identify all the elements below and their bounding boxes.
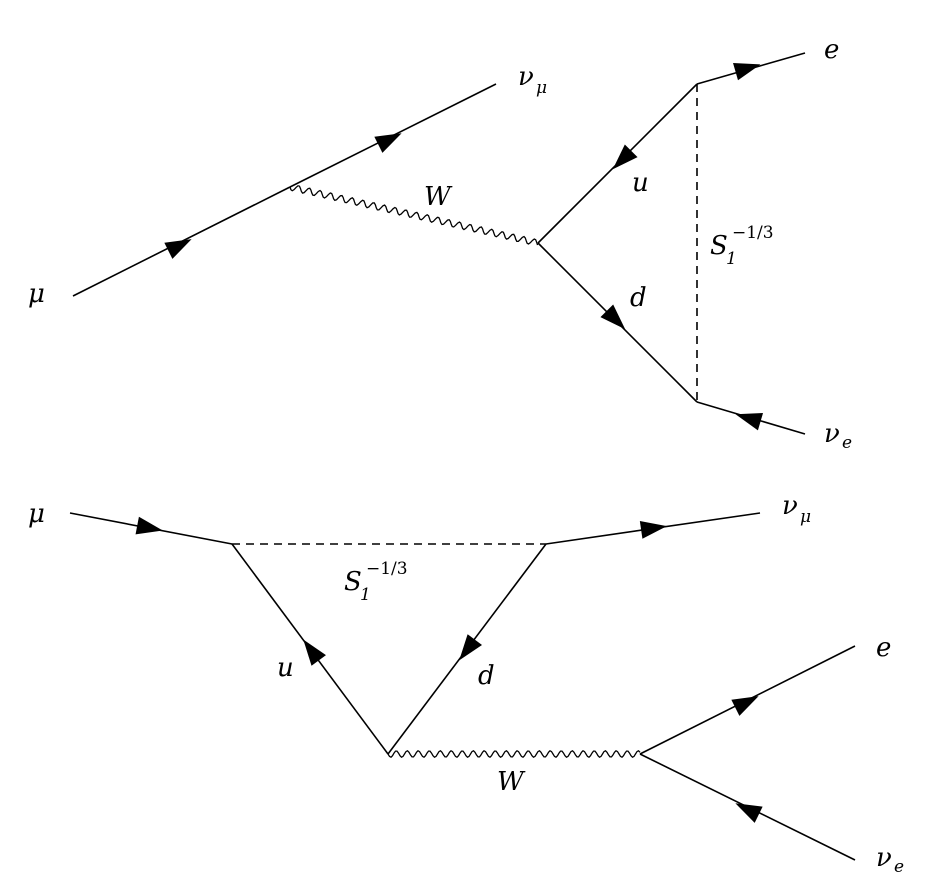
arrow-d-top <box>600 304 626 330</box>
label-w-top: W <box>424 182 453 212</box>
label-muon-top: μ <box>28 279 45 309</box>
arrowhead-icon <box>735 803 763 823</box>
arrow-nu-mu-bottom <box>639 520 667 539</box>
arrow-nu-e-bottom <box>735 803 763 823</box>
arrow-electron-bottom <box>731 696 759 716</box>
arrow-nu-e-top <box>735 413 764 431</box>
arrowhead-icon <box>735 413 764 431</box>
arrowhead-icon <box>303 639 326 666</box>
arrowhead-icon <box>600 304 626 330</box>
arrow-u-top <box>612 144 638 170</box>
arrowhead-icon <box>459 634 483 661</box>
arrow-muon-top <box>164 239 192 259</box>
w-boson-line-bottom <box>387 750 641 758</box>
label-u-bottom: u <box>277 653 294 683</box>
label-d-top: d <box>630 283 647 313</box>
label-muon-bottom: μ <box>28 499 45 529</box>
label-leptoquark-bottom: S1−1/3 <box>344 559 408 605</box>
arrow-nu-mu-top <box>374 133 402 153</box>
label-leptoquark-top: S1−1/3 <box>710 223 774 269</box>
arrowhead-icon <box>612 144 638 170</box>
arrowhead-icon <box>733 62 761 81</box>
label-electron-bottom: e <box>876 633 891 663</box>
w-boson-line-top <box>289 185 539 246</box>
arrowhead-icon <box>639 520 667 539</box>
arrow-d-bottom <box>459 634 483 661</box>
label-w-bottom: W <box>497 767 526 797</box>
label-d-bottom: d <box>478 661 495 691</box>
arrow-u-bottom <box>303 639 326 666</box>
label-electron-top: e <box>824 35 839 65</box>
arrowhead-icon <box>731 696 759 716</box>
arrowhead-icon <box>164 239 192 259</box>
arrowhead-icon <box>374 133 402 153</box>
arrow-muon-bottom <box>135 516 163 535</box>
arrow-electron-top <box>733 62 761 81</box>
arrowhead-icon <box>135 516 163 535</box>
label-u-top: u <box>632 168 649 198</box>
